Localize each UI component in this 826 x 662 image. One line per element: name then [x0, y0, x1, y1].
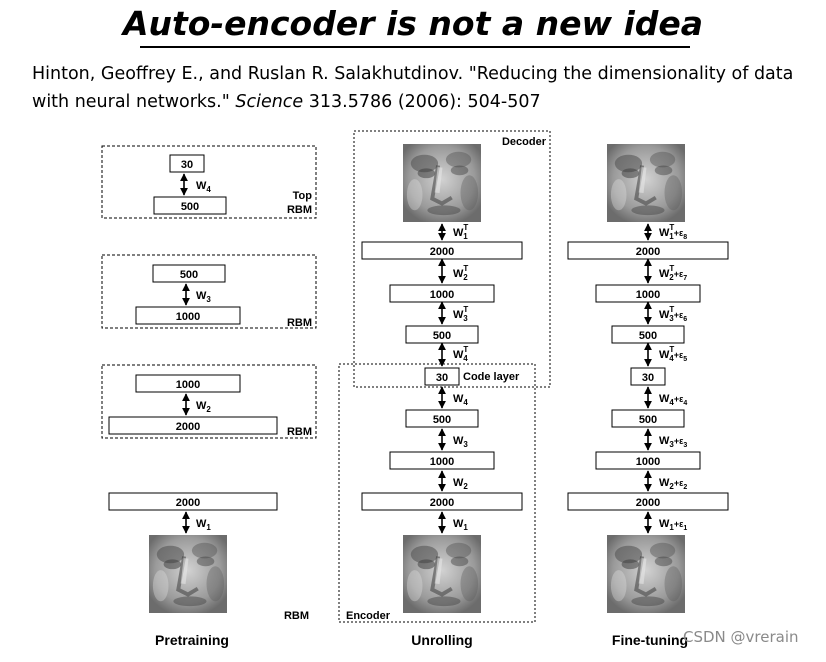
citation-journal: Science: [235, 92, 304, 112]
layer-label: 1000: [636, 289, 660, 301]
weight-label: W4: [453, 393, 468, 407]
reconstructed-face-image: [403, 144, 481, 222]
input-face-image: [403, 535, 481, 613]
finetuning-caption: Fine-tuning: [612, 632, 688, 648]
layer-label: 500: [639, 330, 657, 342]
weight-label: W3: [196, 290, 211, 304]
layer-label: 30: [436, 372, 448, 384]
weight-label: W1: [453, 518, 468, 532]
layer-box: [153, 196, 227, 215]
weight-label: W4+ε4: [659, 393, 687, 407]
layer-label: 2000: [430, 246, 454, 258]
layer-box: [361, 492, 523, 511]
weight-label: W2+ε2: [659, 477, 687, 491]
pretraining-caption: Pretraining: [155, 632, 229, 648]
weight-label: W2: [453, 477, 468, 491]
reconstructed-face-image: [607, 144, 685, 222]
decoder-frame: [353, 130, 551, 388]
citation-paper-title: "Reducing the dimensionality of data wit…: [32, 64, 794, 112]
layer-box: [169, 154, 205, 173]
layer-label: 500: [433, 330, 451, 342]
rbm2-label: RBM: [287, 426, 312, 438]
weight-label: W3: [453, 435, 468, 449]
citation-authors: Hinton, Geoffrey E., and Ruslan R. Salak…: [32, 64, 464, 84]
layer-label: 2000: [176, 497, 200, 509]
layer-box: [630, 367, 666, 386]
weight-label: W4: [196, 180, 211, 194]
rbm3-frame: [101, 254, 317, 329]
layer-label: 30: [181, 159, 193, 171]
weight-label: W3+ε3: [659, 435, 687, 449]
input-face-image: [607, 535, 685, 613]
unrolling-caption: Unrolling: [411, 632, 472, 648]
top-rbm-frame: [101, 145, 317, 219]
layer-box: [405, 409, 479, 428]
pretraining-column: 30 W4 500 Top RBM 500 W3 1000 RBM 1000 W…: [101, 145, 317, 648]
top-rbm-label-rbm: RBM: [287, 204, 312, 216]
unrolling-column: Decoder Encoder Code layer Unrolling 200…: [338, 130, 551, 648]
layer-box: [108, 492, 278, 511]
layer-box: [135, 374, 241, 393]
encoder-frame: [338, 363, 536, 623]
layer-label: 2000: [636, 246, 660, 258]
layer-box: [152, 264, 226, 283]
input-face-image: [149, 535, 227, 613]
layer-box: [135, 306, 241, 325]
layer-label: 1000: [176, 379, 200, 391]
rbm1-label: RBM: [284, 610, 309, 622]
slide-title: Auto-encoder is not a new idea: [122, 4, 704, 43]
weight-label: W1: [196, 518, 211, 532]
layer-label: 500: [433, 414, 451, 426]
layer-label: 1000: [430, 456, 454, 468]
layer-label: 1000: [430, 289, 454, 301]
watermark: CSDN @vrerain: [683, 628, 799, 646]
layer-label: 2000: [176, 421, 200, 433]
code-layer-label: Code layer: [463, 371, 520, 383]
layer-label: 500: [180, 269, 198, 281]
layer-box: [108, 416, 278, 435]
title-underline: [140, 46, 690, 48]
layer-label: 500: [181, 201, 199, 213]
layer-box: [424, 367, 460, 386]
layer-box: [567, 492, 729, 511]
weight-label: W1+ε1: [659, 518, 687, 532]
citation: Hinton, Geoffrey E., and Ruslan R. Salak…: [32, 60, 822, 116]
layer-label: 1000: [176, 311, 200, 323]
layer-box: [595, 451, 701, 470]
rbm2-frame: [101, 364, 317, 439]
layer-label: 30: [642, 372, 654, 384]
layer-box: [611, 409, 685, 428]
citation-details: 313.5786 (2006): 504-507: [308, 92, 541, 112]
rbm3-label: RBM: [287, 317, 312, 329]
decoder-label: Decoder: [502, 136, 547, 148]
layer-box: [389, 451, 495, 470]
layer-label: 1000: [636, 456, 660, 468]
top-rbm-label-top: Top: [293, 190, 313, 202]
weight-label: W2: [196, 400, 211, 414]
encoder-label: Encoder: [346, 610, 391, 622]
layer-label: 500: [639, 414, 657, 426]
layer-label: 2000: [636, 497, 660, 509]
layer-label: 2000: [430, 497, 454, 509]
